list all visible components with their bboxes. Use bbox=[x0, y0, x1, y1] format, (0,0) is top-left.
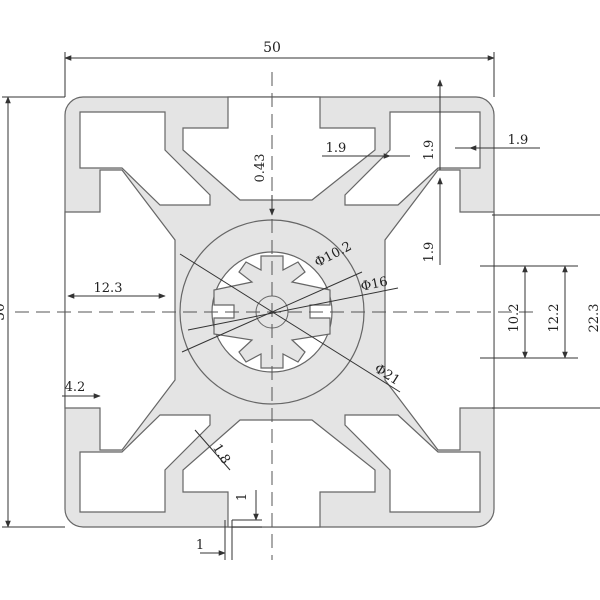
dimension-lip-radius-left: 4.2 bbox=[62, 380, 101, 399]
dimension-slot-opening-top-left: 1.9 bbox=[322, 141, 410, 159]
core-diameter-middle-label: Φ16 bbox=[359, 274, 389, 294]
slot-lip-right-label: 1.9 bbox=[422, 242, 437, 263]
dimension-slot-right: 10.2 12.2 22.3 bbox=[480, 214, 600, 409]
dimension-lip-top-right: 1.9 bbox=[422, 79, 443, 170]
slot-opening-top-left-label: 1.9 bbox=[326, 141, 347, 156]
dimension-inner-flange-left: 12.3 bbox=[67, 281, 166, 299]
corner-pocket-top-left bbox=[79, 111, 211, 206]
dimension-height-left: 50 bbox=[0, 96, 65, 528]
dimension-height-label: 50 bbox=[0, 303, 8, 321]
web-gap-top-label: 0.43 bbox=[253, 154, 268, 183]
slot-top bbox=[182, 96, 376, 201]
dimension-slot-lip-right: 1.9 bbox=[422, 177, 443, 265]
dimension-width-label: 50 bbox=[263, 40, 281, 56]
dimension-web-gap-top: 0.43 bbox=[253, 154, 275, 216]
slot-width-right-inner-label: 10.2 bbox=[507, 304, 522, 333]
lip-right-label: 1.9 bbox=[508, 133, 529, 148]
slot-left bbox=[64, 169, 176, 451]
corner-pocket-bottom-right bbox=[344, 414, 481, 513]
dimension-chamfer-bottom: 1 1 bbox=[196, 490, 262, 560]
dimension-lip-right: 1.9 bbox=[455, 133, 540, 151]
chamfer-horizontal-label: 1 bbox=[196, 538, 204, 553]
slot-bottom bbox=[182, 419, 376, 528]
lip-top-right-label: 1.9 bbox=[422, 140, 437, 161]
corner-pocket-bottom-left bbox=[79, 414, 211, 513]
dimension-width-top: 50 bbox=[64, 40, 495, 97]
slot-right bbox=[384, 169, 495, 451]
slot-depth-right-label: 22.3 bbox=[587, 304, 600, 333]
corner-pocket-top-right bbox=[344, 111, 481, 206]
slot-width-right-outer-label: 12.2 bbox=[547, 304, 562, 333]
inner-flange-left-label: 12.3 bbox=[94, 281, 123, 296]
lip-radius-left-label: 4.2 bbox=[65, 380, 86, 395]
chamfer-vertical-label: 1 bbox=[235, 493, 250, 501]
